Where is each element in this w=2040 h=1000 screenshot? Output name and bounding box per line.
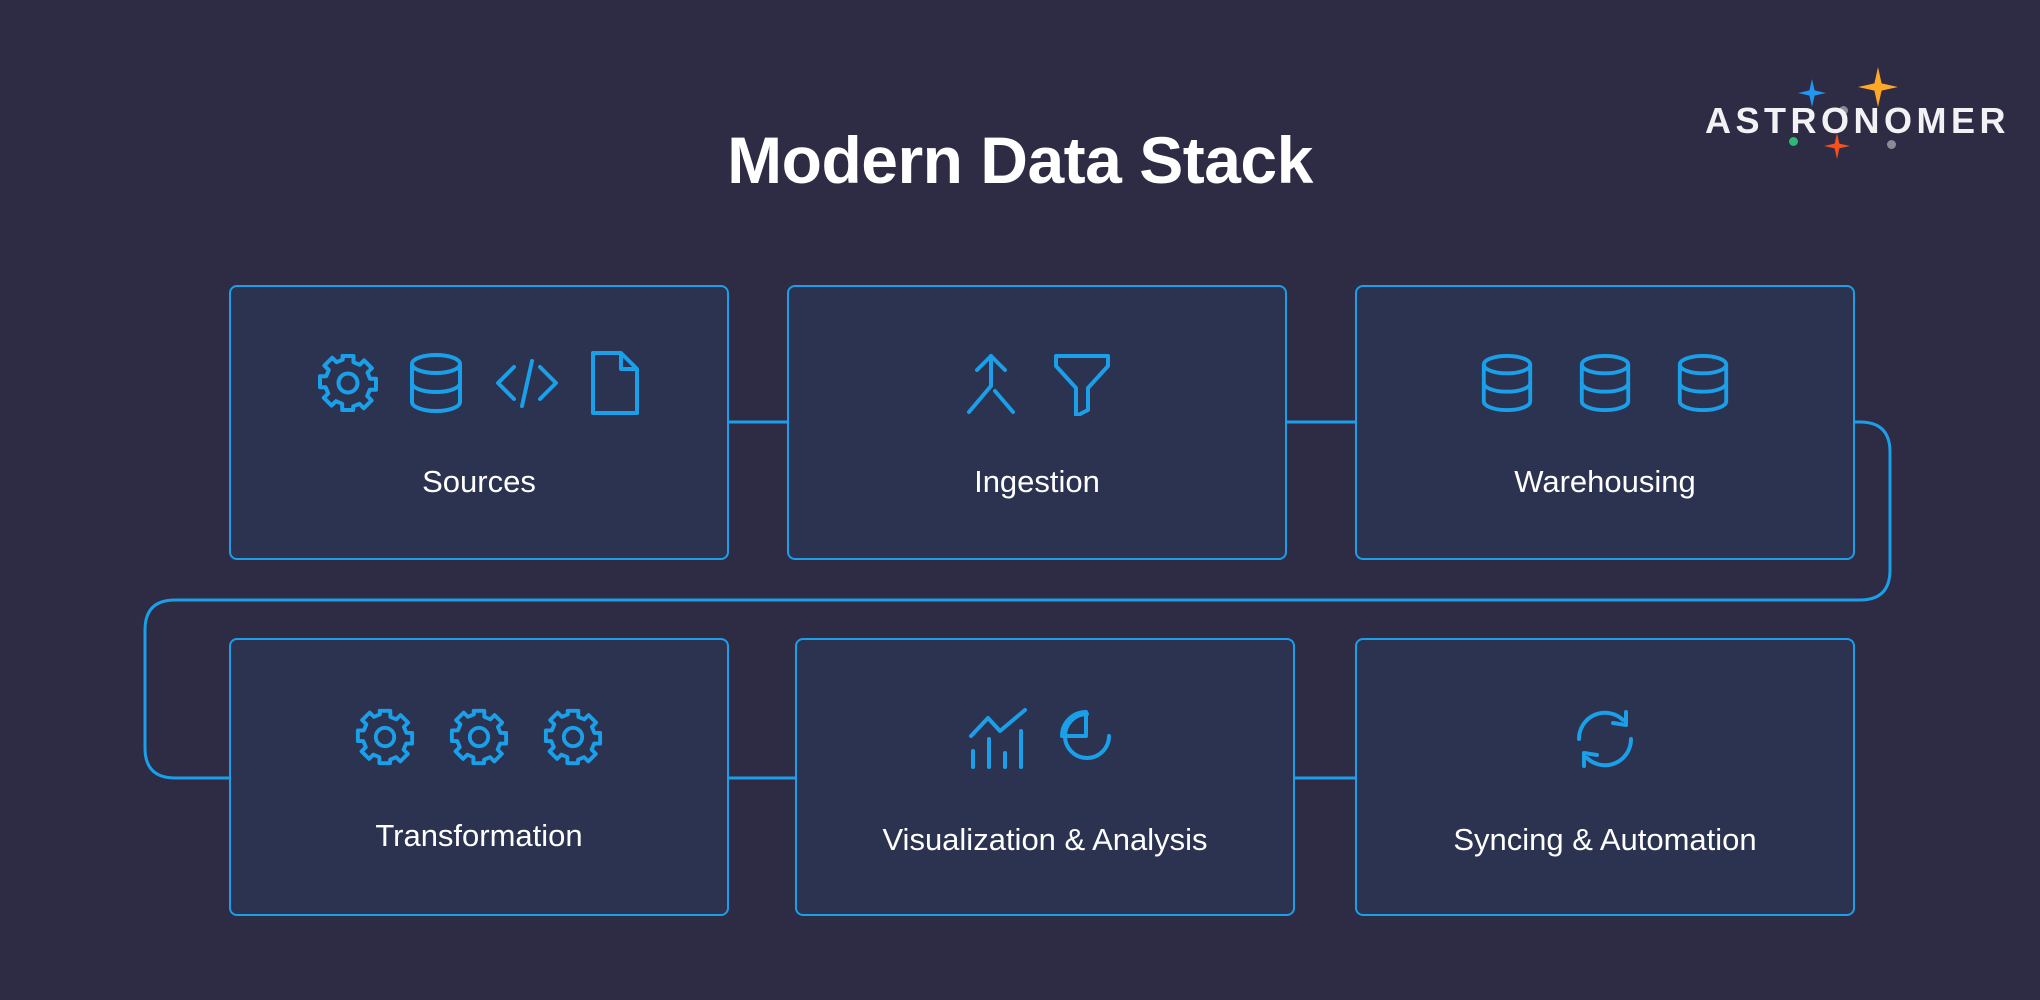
gray-dot-top-icon [1839, 106, 1848, 115]
database-icon [1579, 354, 1631, 412]
card-ingestion[interactable]: Ingestion [787, 285, 1287, 560]
gray-dot-bottom-icon [1887, 140, 1896, 149]
page-title: Modern Data Stack [727, 123, 1313, 197]
card-sources-icons [231, 350, 727, 416]
database-icon [410, 353, 462, 413]
orange-star-icon [1858, 67, 1898, 107]
logo-wordmark: ASTRONOMER [1705, 100, 2010, 141]
card-visualization-icons [797, 706, 1293, 772]
card-sources-label: Sources [422, 464, 536, 499]
red-star-icon [1824, 133, 1850, 159]
card-warehousing[interactable]: Warehousing [1355, 285, 1855, 560]
card-ingestion-icons [789, 350, 1285, 416]
card-transformation[interactable]: Transformation [229, 638, 729, 916]
gear-icon [355, 708, 415, 766]
sync-refresh-icon [1576, 710, 1634, 768]
card-visualization-label: Visualization & Analysis [882, 822, 1208, 857]
astronomer-logo: ASTRONOMER [1705, 60, 2010, 160]
card-visualization[interactable]: Visualization & Analysis [795, 638, 1295, 916]
card-syncing-label: Syncing & Automation [1453, 822, 1757, 857]
bar-line-chart-icon [969, 708, 1027, 769]
gear-icon [318, 354, 378, 412]
card-warehousing-icons [1357, 350, 1853, 416]
gear-icon [449, 708, 509, 766]
card-ingestion-label: Ingestion [974, 464, 1100, 499]
card-syncing-icons [1357, 706, 1853, 772]
gear-icon [543, 708, 603, 766]
card-syncing[interactable]: Syncing & Automation [1355, 638, 1855, 916]
database-icon [1481, 354, 1533, 412]
code-brackets-icon [496, 359, 558, 408]
card-sources[interactable]: Sources [229, 285, 729, 560]
document-icon [591, 351, 639, 415]
funnel-filter-icon [1054, 354, 1110, 416]
database-icon [1677, 354, 1729, 412]
card-transformation-label: Transformation [375, 818, 583, 853]
merge-arrow-icon [967, 354, 1015, 414]
pie-chart-icon [1060, 710, 1111, 761]
blue-star-icon [1798, 79, 1826, 107]
card-transformation-icons [231, 706, 727, 768]
card-warehousing-label: Warehousing [1514, 464, 1696, 499]
green-dot-icon [1789, 137, 1798, 146]
